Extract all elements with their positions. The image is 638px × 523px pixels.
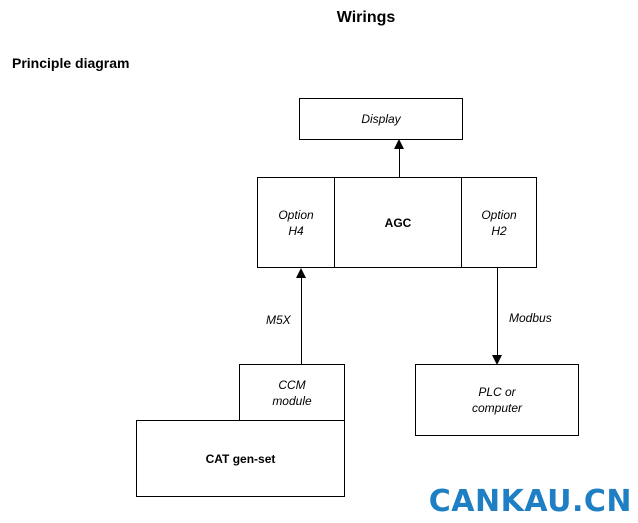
display-box: Display	[299, 98, 463, 140]
plc-box: PLC or computer	[415, 364, 579, 436]
watermark-logo: CANKAU.CN	[428, 484, 632, 519]
m5x-label: M5X	[266, 313, 291, 327]
ccm-to-h4-line	[301, 277, 302, 365]
cat-genset-box: CAT gen-set	[136, 420, 345, 497]
page-title: Wirings	[336, 9, 396, 26]
h2-to-plc-line	[497, 268, 498, 356]
modbus-label: Modbus	[509, 311, 552, 325]
display-label: Display	[361, 112, 401, 126]
ccm-line2: module	[272, 393, 312, 408]
ccm-line1: CCM	[278, 377, 306, 392]
option-h2-box: Option H2	[461, 177, 537, 268]
agc-to-display-arrowhead	[394, 139, 404, 149]
h2-to-plc-arrowhead	[492, 355, 502, 365]
agc-to-display-line	[399, 148, 400, 178]
plc-line1: PLC or	[478, 385, 516, 399]
cat-genset-label: CAT gen-set	[205, 451, 276, 466]
ccm-to-h4-arrowhead	[296, 268, 306, 278]
plc-line2: computer	[471, 401, 523, 415]
option-h2-line2: H2	[491, 223, 507, 238]
option-h2-line1: Option	[481, 207, 517, 222]
ccm-module-box: CCM module	[239, 364, 345, 421]
section-title: Principle diagram	[12, 55, 130, 71]
option-h4-box: Option H4	[257, 177, 335, 268]
option-h4-line2: H4	[288, 223, 304, 238]
agc-box: AGC	[334, 177, 462, 268]
option-h4-line1: Option	[278, 207, 314, 222]
agc-label: AGC	[384, 215, 412, 230]
